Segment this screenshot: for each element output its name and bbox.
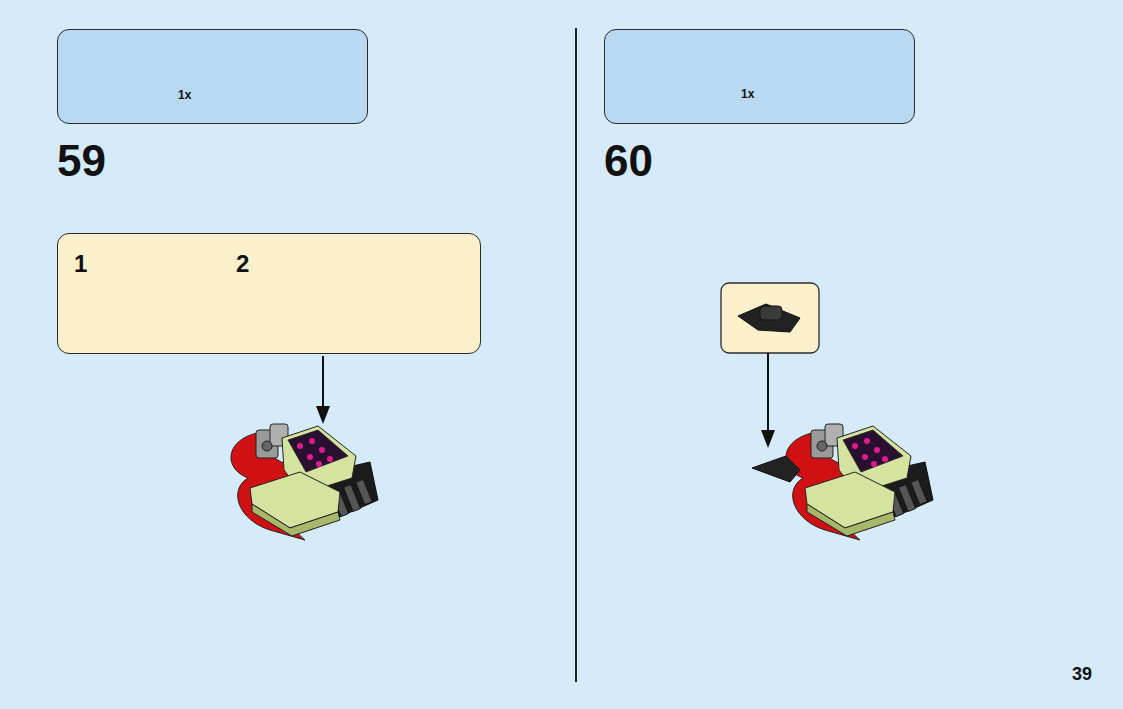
parts-box: 1x [57, 29, 368, 124]
parts-box: 1x [604, 29, 915, 124]
page-number: 39 [1072, 664, 1092, 685]
step-number: 60 [604, 136, 653, 186]
part-count: 1x [741, 87, 754, 101]
substep-box: 12 [57, 233, 481, 354]
part-count: 1x [178, 88, 191, 102]
substep-number: 1 [74, 250, 87, 278]
step-number: 59 [57, 136, 106, 186]
substep-number: 2 [236, 250, 249, 278]
